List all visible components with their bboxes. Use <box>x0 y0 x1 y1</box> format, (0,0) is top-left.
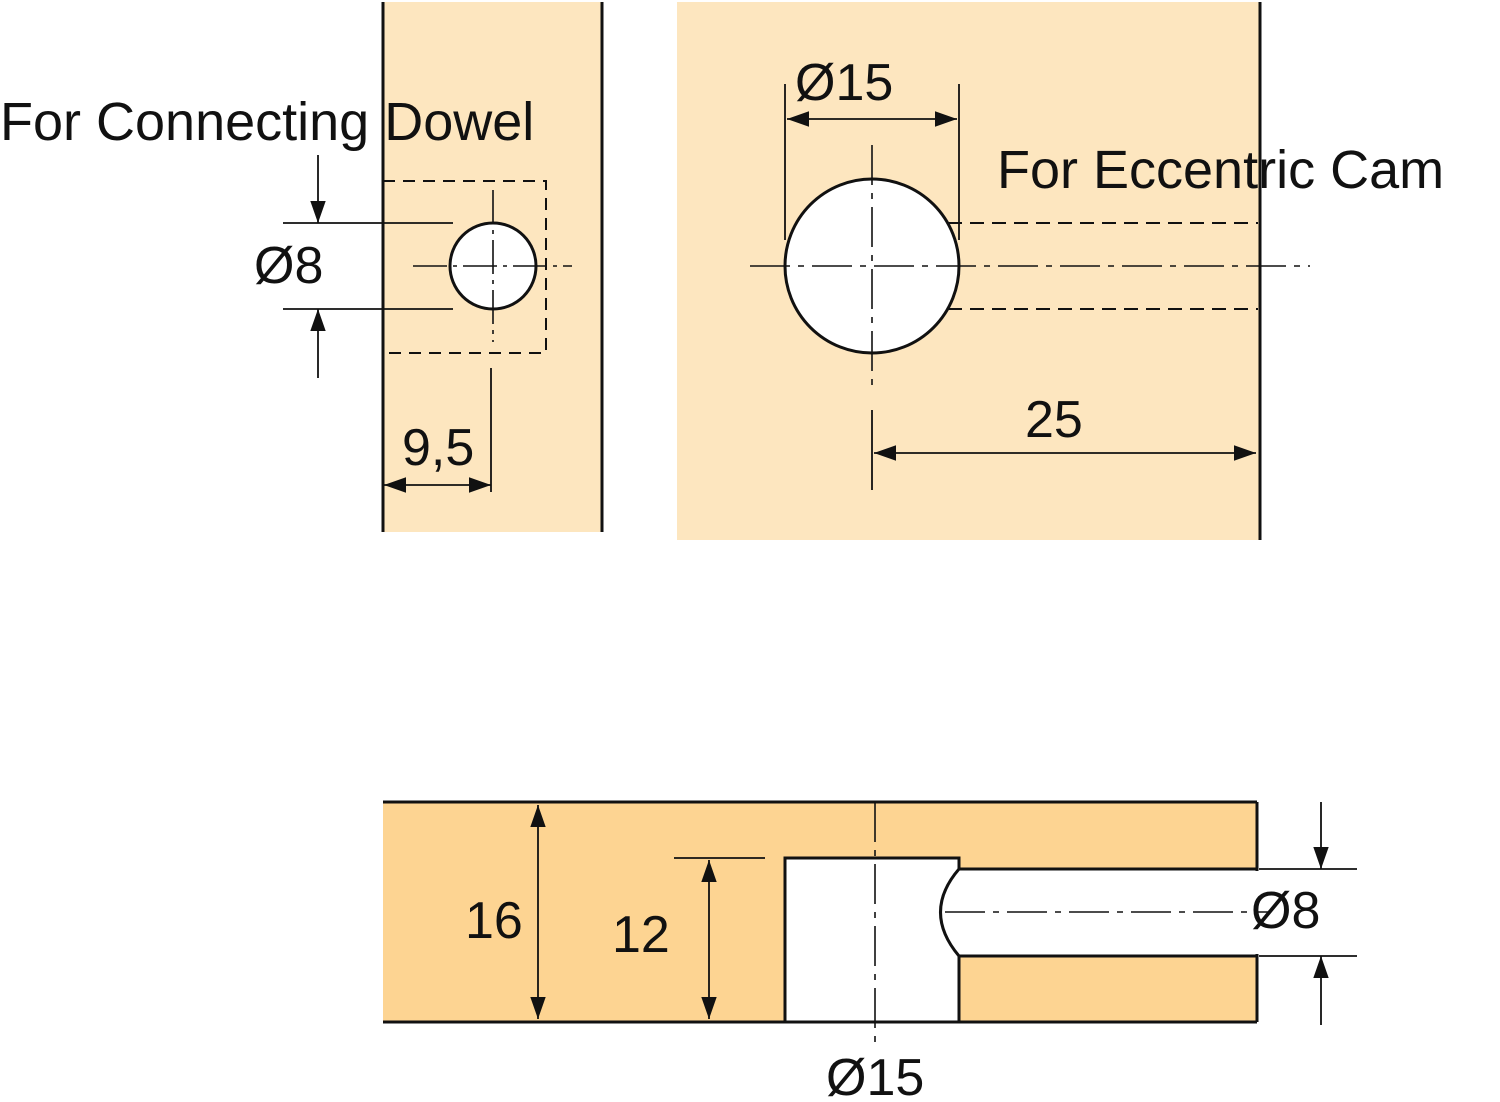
dowel-hole-diameter-label: Ø8 <box>254 237 323 295</box>
cam-panel <box>677 2 1260 540</box>
dowel-panel-view: Ø8 9,5 For Connecting Dowel <box>0 2 604 532</box>
bore-diameter-side-label: Ø8 <box>1251 882 1320 940</box>
cam-depth-label: 12 <box>612 906 670 964</box>
section-cutout <box>783 856 1259 1024</box>
cam-offset-label: 25 <box>1025 391 1083 449</box>
panel-thickness-label: 16 <box>465 892 523 950</box>
dowel-hidden-bore <box>383 180 547 354</box>
dowel-edge-distance-label: 9,5 <box>402 419 474 477</box>
cam-hole <box>783 177 961 355</box>
cam-hole-diameter-top-label: Ø15 <box>795 54 893 112</box>
eccentric-cam-title: For Eccentric Cam <box>997 140 1444 200</box>
section-view: 16 12 Ø8 Ø15 <box>383 800 1357 1102</box>
cam-panel-view: Ø15 25 For Eccentric Cam <box>677 2 1444 540</box>
cam-hole-diameter-bottom-label: Ø15 <box>826 1049 924 1102</box>
connecting-dowel-title: For Connecting Dowel <box>0 92 534 152</box>
bore-tip-arc <box>939 868 961 957</box>
